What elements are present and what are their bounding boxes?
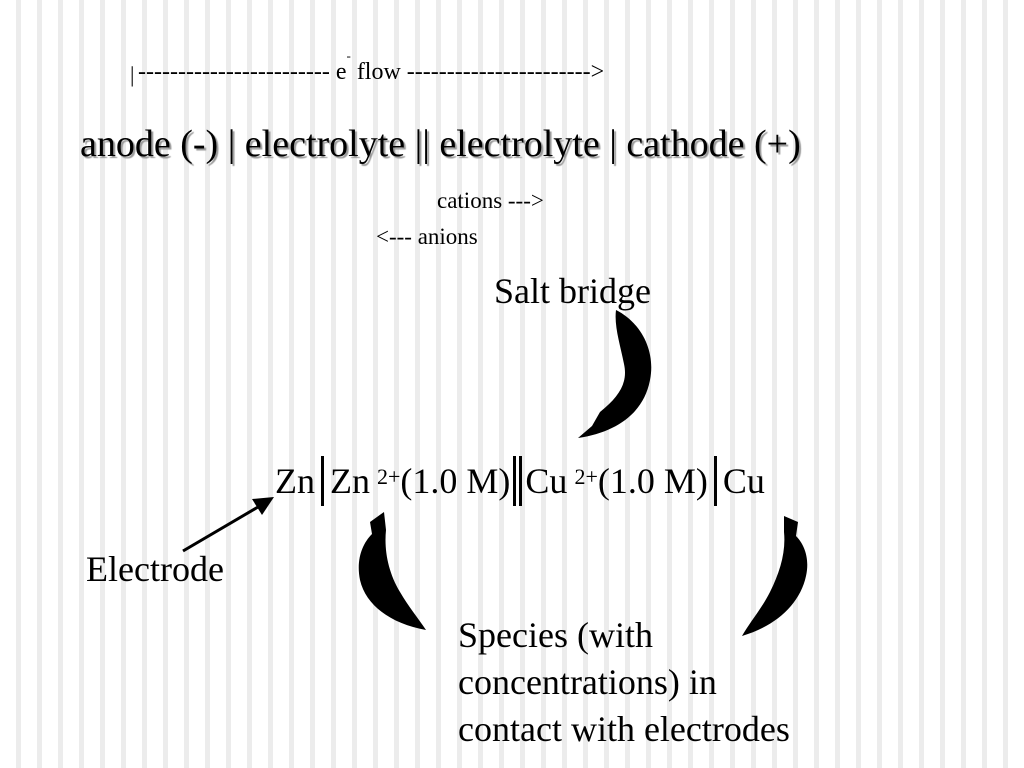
- cations-flow-label: cations --->: [437, 188, 544, 213]
- species-line-1: Species (with: [458, 615, 653, 655]
- cathode-metal: Cu: [722, 461, 765, 501]
- cathode-concentration: (1.0 M): [597, 461, 708, 501]
- phase-boundary-2: [713, 456, 717, 506]
- cell-diagram: Zn Zn 2+ (1.0 M) Cu 2+ (1.0 M) Cu: [275, 456, 765, 506]
- phase-boundary-1: [321, 456, 324, 506]
- eflow-rest: flow ----------------------->: [350, 59, 605, 85]
- anode-concentration: (1.0 M): [400, 461, 511, 501]
- cathode-ion-charge: 2+: [574, 464, 598, 489]
- electrode-arrow-icon: [182, 497, 274, 553]
- anode-metal: Zn: [275, 461, 315, 501]
- species-line-3: contact with electrodes: [458, 709, 790, 749]
- anode-ion: Zn: [330, 461, 370, 501]
- cell-notation-heading: anode (-) | electrolyte || electrolyte |…: [80, 123, 801, 165]
- cathode-ion: Cu: [525, 461, 568, 501]
- species-label: Species (with concentrations) in contact…: [458, 612, 790, 753]
- electron-charge-sup: -: [346, 48, 351, 63]
- salt-bridge-label: Salt bridge: [494, 271, 651, 311]
- eflow-dashes: ------------------------ e: [138, 59, 347, 85]
- salt-bridge-symbol: [513, 456, 523, 506]
- electrode-label: Electrode: [86, 549, 224, 589]
- electron-flow-line: ------------------------ e- flow -------…: [138, 48, 605, 86]
- anions-flow-label: <--- anions: [376, 224, 478, 249]
- anode-species-curved-arrow-icon: [358, 512, 426, 630]
- species-line-2: concentrations) in: [458, 662, 717, 702]
- eflow-start-tick: |: [130, 62, 135, 87]
- anode-ion-charge: 2+: [377, 464, 401, 489]
- salt-bridge-curved-arrow-icon: [578, 310, 652, 438]
